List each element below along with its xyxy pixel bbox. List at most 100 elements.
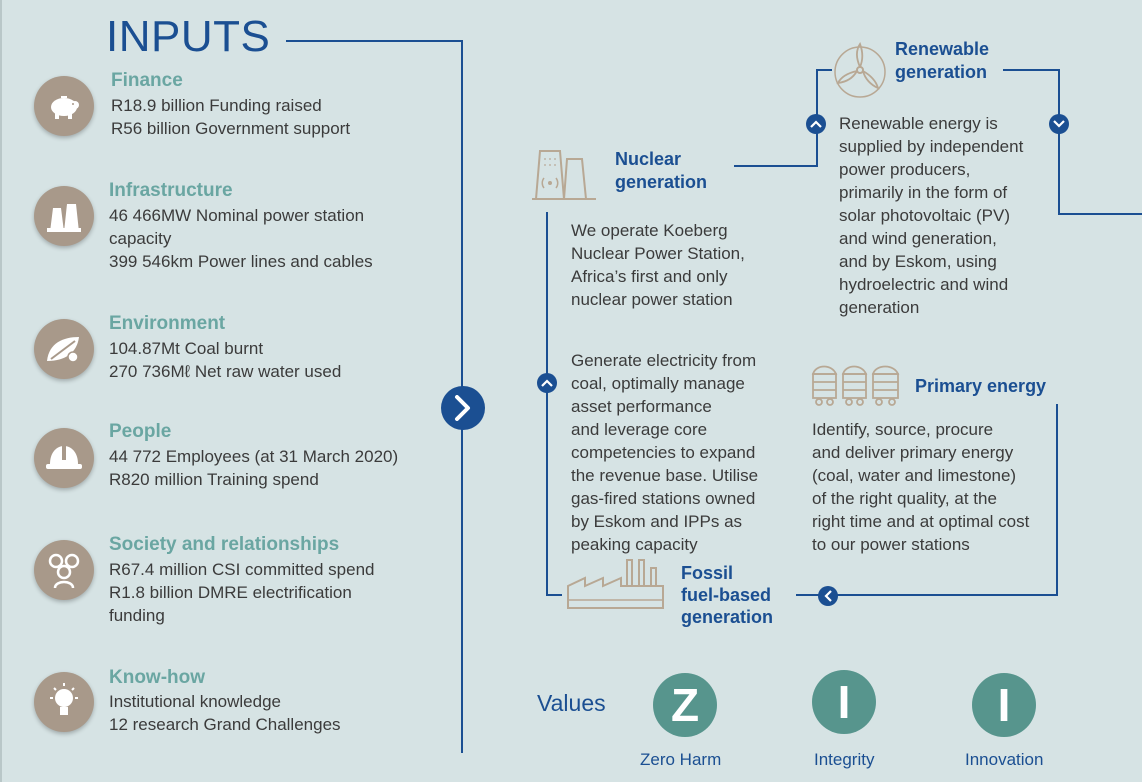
value-name-zero-harm: Zero Harm: [640, 750, 722, 769]
text-line: coal, optimally manage: [571, 374, 745, 393]
renewable-line-right: [1058, 69, 1060, 215]
primary-title: Primary energy: [915, 376, 1047, 396]
renewable-line-top-left: [816, 69, 832, 71]
input-lines-knowhow: Institutional knowledge 12 research Gran…: [109, 690, 341, 736]
leaf-plug-icon: [34, 319, 94, 379]
text-line: and deliver primary energy: [812, 443, 1014, 462]
next-arrow-button[interactable]: [441, 386, 485, 430]
values-label: Values: [537, 690, 606, 716]
page-title: INPUTS: [106, 12, 271, 61]
input-line: R1.8 billion DMRE electrification: [109, 583, 352, 602]
text-line: gas-fired stations owned: [571, 489, 756, 508]
coal-plant-icon: [565, 558, 667, 615]
people-group-icon: [34, 540, 94, 600]
renewable-title-line: Renewable: [895, 39, 990, 59]
chevron-right-icon: [455, 395, 470, 421]
text-line: supplied by independent: [839, 137, 1024, 156]
text-line: of the right quality, at the: [812, 489, 997, 508]
nuclear-plant-icon: [530, 145, 600, 206]
input-lines-finance: R18.9 billion Funding raised R56 billion…: [111, 94, 350, 140]
renewable-title-line: generation: [895, 62, 988, 82]
renewable-line-top-right: [1003, 69, 1059, 71]
input-line: R820 million Training spend: [109, 470, 319, 489]
text-line: by Eskom and IPPs as: [571, 512, 743, 531]
chevron-up-icon: [537, 373, 557, 393]
text-line: Identify, source, procure: [812, 420, 994, 439]
fossil-title-line: fuel-based: [681, 585, 772, 605]
nuclear-description: We operate Koeberg Nuclear Power Station…: [571, 219, 745, 311]
renewable-description: Renewable energy is supplied by independ…: [839, 112, 1023, 319]
input-line: 46 466MW Nominal power station: [109, 206, 365, 225]
power-station-icon: [34, 186, 94, 246]
text-line: Africa’s first and only: [571, 267, 728, 286]
text-line: the revenue base. Utilise: [571, 466, 759, 485]
renewable-line-out: [1058, 213, 1142, 215]
text-line: and by Eskom, using: [839, 252, 997, 271]
value-name-integrity: Integrity: [814, 750, 875, 769]
hard-hat-icon: [34, 428, 94, 488]
nuclear-title-line: generation: [615, 172, 708, 192]
value-badge-zero-harm: Z: [653, 673, 717, 737]
input-title-people: People: [109, 421, 172, 442]
value-badge-integrity: I: [812, 670, 876, 734]
inputs-bracket-top: [286, 40, 462, 42]
text-line: hydroelectric and wind: [839, 275, 1009, 294]
lightbulb-icon: [34, 672, 94, 732]
text-line: solar photovoltaic (PV): [839, 206, 1011, 225]
input-line: R56 billion Government support: [111, 119, 351, 138]
value-name-innovation: Innovation: [965, 750, 1044, 769]
left-edge: [0, 0, 2, 782]
text-line: nuclear power station: [571, 290, 733, 309]
text-line: and wind generation,: [839, 229, 997, 248]
renewable-title: Renewable generation: [895, 38, 989, 84]
input-lines-society: R67.4 million CSI committed spend R1.8 b…: [109, 558, 375, 627]
chevron-left-icon: [818, 586, 838, 606]
input-line: funding: [109, 606, 165, 625]
nuclear-to-renewable-line: [734, 165, 818, 167]
text-line: Nuclear Power Station,: [571, 244, 745, 263]
input-lines-people: 44 772 Employees (at 31 March 2020) R820…: [109, 445, 398, 491]
input-line: Institutional knowledge: [109, 692, 282, 711]
text-line: peaking capacity: [571, 535, 698, 554]
text-line: competencies to expand: [571, 443, 756, 462]
value-badge-innovation: I: [972, 673, 1036, 737]
input-lines-environment: 104.87Mt Coal burnt 270 736Mℓ Net raw wa…: [109, 337, 341, 383]
fossil-line-left: [546, 594, 562, 596]
input-line: R18.9 billion Funding raised: [111, 96, 322, 115]
piggy-bank-icon: [34, 76, 94, 136]
primary-line-right: [1056, 404, 1058, 596]
text-line: (coal, water and limestone): [812, 466, 1017, 485]
input-line: 12 research Grand Challenges: [109, 715, 341, 734]
input-lines-infrastructure: 46 466MW Nominal power station capacity …: [109, 204, 373, 273]
text-line: and leverage core: [571, 420, 708, 439]
input-line: R67.4 million CSI committed spend: [109, 560, 375, 579]
chevron-down-icon: [1049, 114, 1069, 134]
coal-train-icon: [810, 358, 902, 413]
input-line: 104.87Mt Coal burnt: [109, 339, 264, 358]
text-line: generation: [839, 298, 920, 317]
text-line: power producers,: [839, 160, 971, 179]
text-line: Generate electricity from: [571, 351, 757, 370]
fossil-title-line: generation: [681, 607, 774, 627]
chevron-up-icon: [806, 114, 826, 134]
input-line: capacity: [109, 229, 172, 248]
left-loop-line: [546, 212, 548, 596]
input-title-knowhow: Know-how: [109, 667, 206, 688]
text-line: to our power stations: [812, 535, 970, 554]
fossil-description: Generate electricity from coal, optimall…: [571, 349, 758, 556]
input-title-finance: Finance: [111, 70, 183, 91]
text-line: primarily in the form of: [839, 183, 1008, 202]
input-line: 270 736Mℓ Net raw water used: [109, 362, 342, 381]
input-title-infrastructure: Infrastructure: [109, 180, 233, 201]
primary-description: Identify, source, procure and deliver pr…: [812, 418, 1029, 556]
input-line: 44 772 Employees (at 31 March 2020): [109, 447, 399, 466]
wind-turbine-icon: [832, 40, 888, 103]
input-title-society: Society and relationships: [109, 534, 340, 555]
nuclear-title-line: Nuclear: [615, 149, 682, 169]
input-line: 399 546km Power lines and cables: [109, 252, 373, 271]
fossil-title: Fossil fuel-based generation: [681, 562, 773, 628]
nuclear-title: Nuclear generation: [615, 148, 707, 194]
text-line: right time and at optimal cost: [812, 512, 1030, 531]
text-line: asset performance: [571, 397, 712, 416]
